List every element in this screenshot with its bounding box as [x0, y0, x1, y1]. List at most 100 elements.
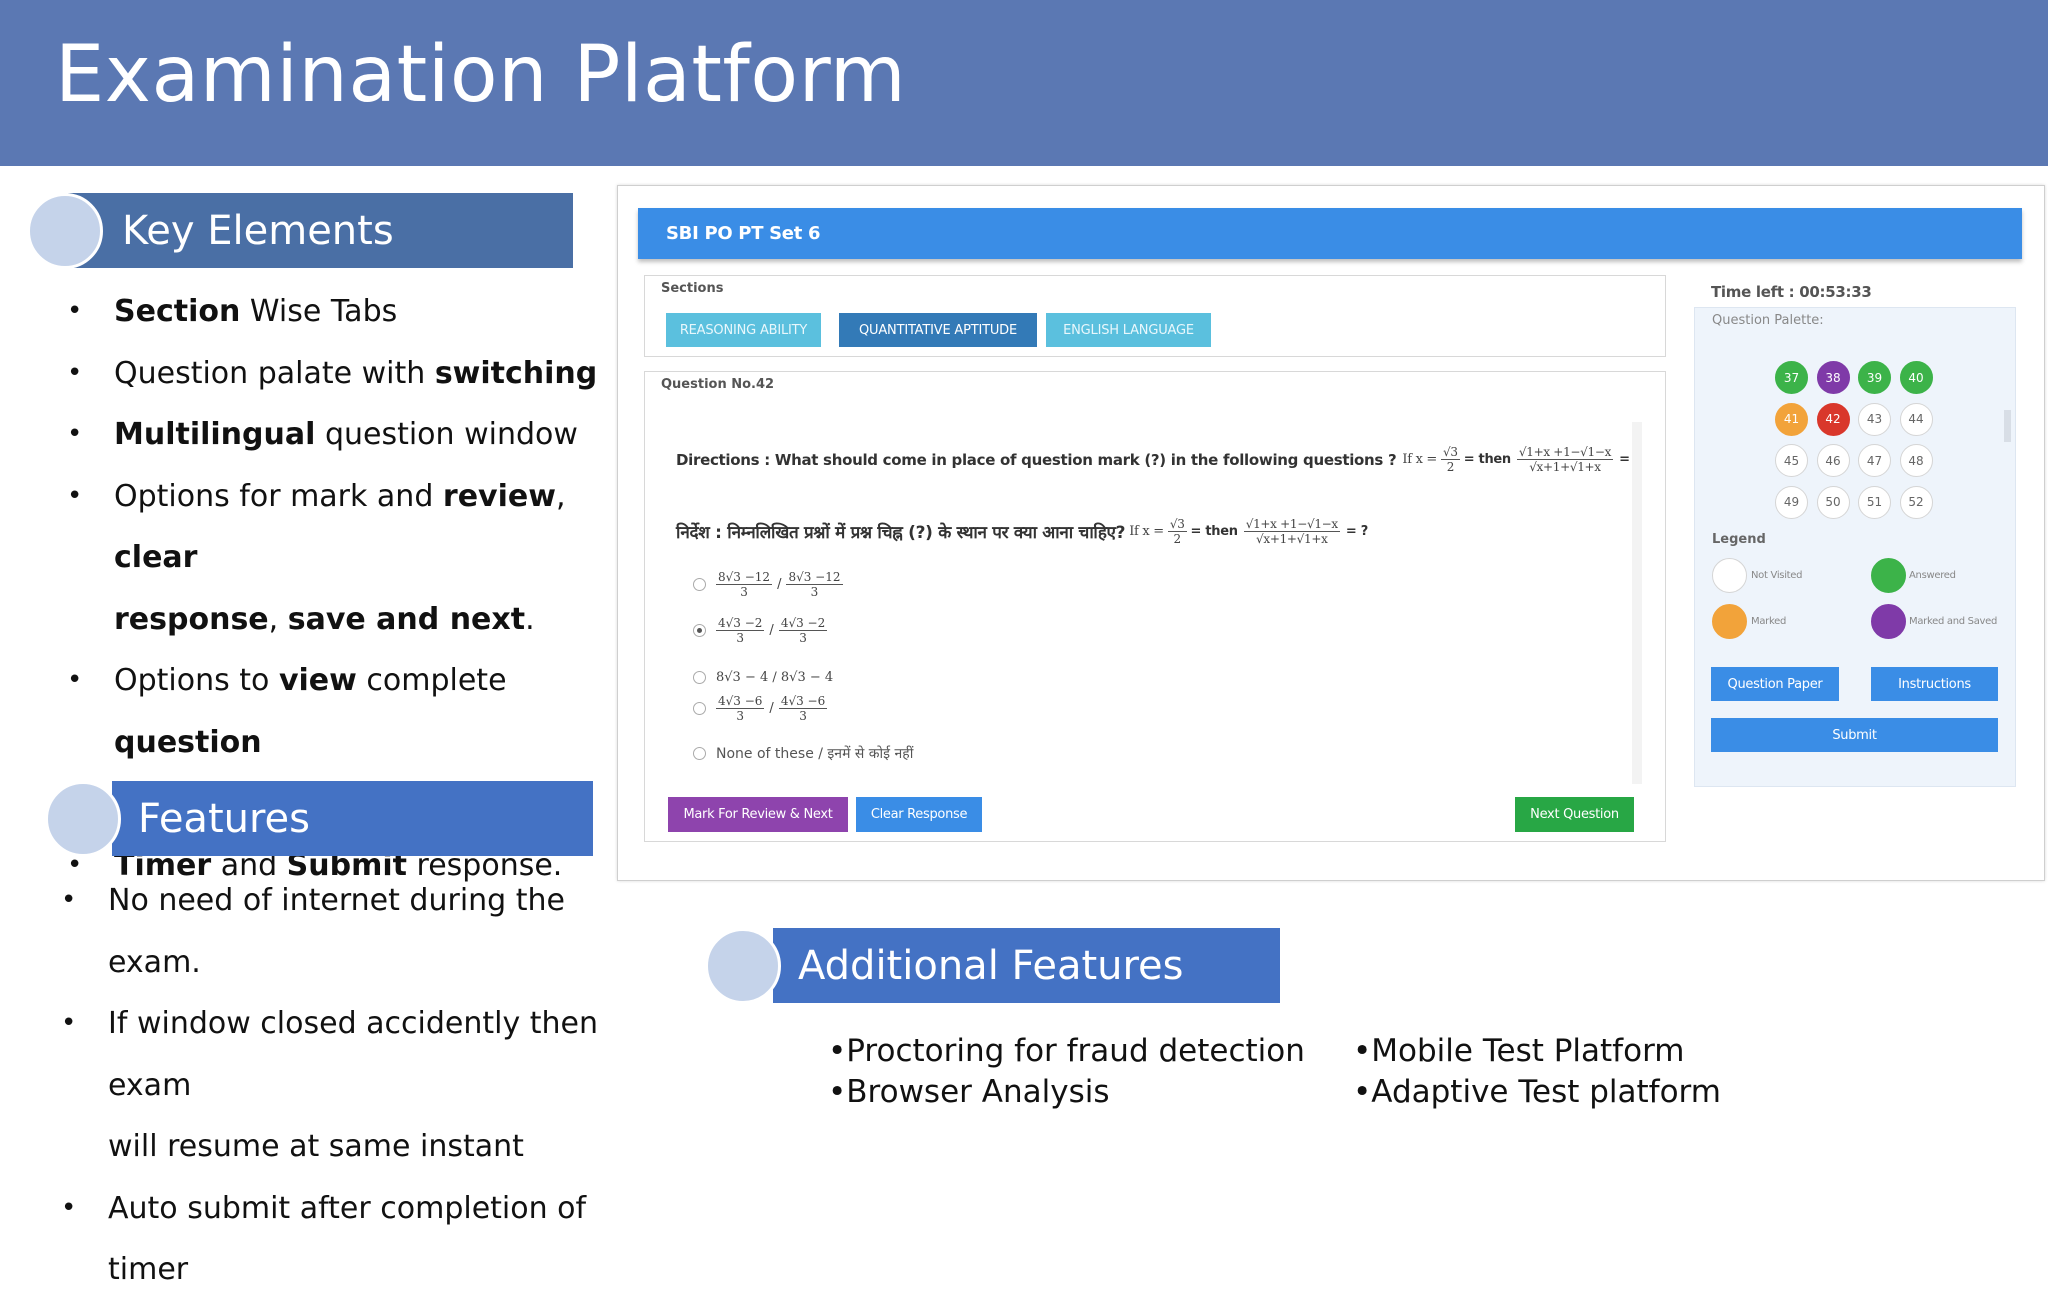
- tab-reasoning-ability[interactable]: REASONING ABILITY: [666, 313, 821, 347]
- palette-question-50[interactable]: 50: [1816, 485, 1850, 519]
- math-x-den: 2: [1446, 460, 1455, 474]
- slide-title: Examination Platform: [55, 30, 907, 120]
- palette-question-43[interactable]: 43: [1858, 402, 1891, 436]
- feature-item: Auto submit after completion of timer: [61, 1178, 661, 1301]
- sidebar-panel: [1694, 307, 2016, 787]
- palette-question-42[interactable]: 42: [1816, 402, 1850, 436]
- tab-quantitative-aptitude[interactable]: QUANTITATIVE APTITUDE: [839, 313, 1037, 347]
- option-den: 3: [736, 630, 745, 645]
- question-paper-button[interactable]: Question Paper: [1711, 667, 1839, 701]
- palette-question-37[interactable]: 37: [1775, 361, 1808, 394]
- key-element-item: Multilingual question window: [67, 404, 627, 466]
- mark-for-review-button[interactable]: Mark For Review & Next: [668, 797, 848, 832]
- math-expr-den: √x+1+√1+x: [1256, 532, 1328, 546]
- question-scrollbar[interactable]: [1632, 422, 1642, 784]
- exam-header: SBI PO PT Set 6: [638, 208, 2022, 259]
- option-num: 8√3 −12: [716, 569, 773, 585]
- key-elements-heading: Key Elements: [122, 207, 394, 254]
- question-number: Question No.42: [661, 377, 775, 392]
- key-element-bold-text: question: [114, 724, 262, 760]
- key-element-item: Options for mark and review, clear: [67, 466, 627, 589]
- legend-not-visited: Not Visited: [1751, 570, 1803, 581]
- tab-english-language[interactable]: ENGLISH LANGUAGE: [1046, 313, 1211, 347]
- key-element-text: ,: [268, 601, 288, 637]
- additional-feature-item: •Browser Analysis: [828, 1074, 1110, 1110]
- option-radio[interactable]: [693, 577, 706, 591]
- key-element-bold-text: review: [442, 478, 556, 514]
- sections-label: Sections: [661, 281, 724, 296]
- math-expr-num: √1+x +1−√1−x: [1516, 445, 1614, 460]
- option-radio[interactable]: [693, 623, 706, 637]
- palette-question-52[interactable]: 52: [1899, 485, 1933, 519]
- key-elements-circle: [27, 193, 103, 269]
- key-element-bold-text: response: [114, 601, 269, 637]
- additional-features-heading: Additional Features: [798, 942, 1184, 989]
- option-text: 8√3 − 4 / 8√3 − 4: [716, 669, 834, 685]
- palette-question-38[interactable]: 38: [1816, 361, 1850, 394]
- option-3[interactable]: 8√3 − 4 / 8√3 − 4: [693, 659, 833, 695]
- option-den: 3: [736, 708, 745, 723]
- additional-features-col2: •Mobile Test Platform •Adaptive Test pla…: [1353, 1031, 1721, 1113]
- option-radio[interactable]: [693, 701, 706, 715]
- math-if-x: If x =: [1402, 452, 1438, 467]
- submit-button[interactable]: Submit: [1711, 718, 1998, 752]
- additional-feature-item: •Proctoring for fraud detection: [828, 1033, 1305, 1069]
- key-element-text: question window: [315, 417, 578, 452]
- option-radio[interactable]: [693, 746, 706, 760]
- key-element-item-continued: response, save and next.: [67, 589, 627, 651]
- option-5[interactable]: None of these / इनमें से कोई नहीं: [693, 735, 913, 771]
- additional-features-col1: •Proctoring for fraud detection •Browser…: [828, 1031, 1305, 1113]
- legend-marked-saved: Marked and Saved: [1909, 616, 1998, 627]
- option-num: 8√3 −12: [786, 569, 843, 585]
- legend-answered: Answered: [1909, 570, 1956, 581]
- math-x-den: 2: [1173, 532, 1182, 546]
- math-then: = then: [1190, 524, 1238, 539]
- palette-scrollbar[interactable]: [2004, 410, 2011, 442]
- palette-question-48[interactable]: 48: [1899, 444, 1933, 477]
- palette-question-46[interactable]: 46: [1816, 444, 1850, 477]
- palette-question-44[interactable]: 44: [1899, 402, 1933, 436]
- option-radio[interactable]: [693, 670, 706, 684]
- option-num: 4√3 −6: [716, 693, 765, 709]
- palette-question-41[interactable]: 41: [1775, 402, 1808, 436]
- clear-response-button[interactable]: Clear Response: [856, 797, 982, 832]
- option-num: 4√3 −2: [716, 615, 765, 631]
- palette-question-49[interactable]: 49: [1775, 485, 1808, 519]
- palette-question-47[interactable]: 47: [1858, 444, 1891, 477]
- math-expr-fraction: √1+x +1−√1−x√x+1+√1+x: [1516, 445, 1614, 474]
- key-element-text: Options to: [114, 663, 279, 698]
- key-element-bold-text: view: [278, 663, 357, 698]
- palette-question-45[interactable]: 45: [1775, 444, 1808, 477]
- key-element-text: Options for mark and: [114, 478, 443, 514]
- features-header: Features: [112, 781, 593, 856]
- instructions-button[interactable]: Instructions: [1871, 667, 1998, 701]
- option-den: 3: [810, 584, 819, 599]
- key-element-bold-text: Section: [114, 294, 241, 329]
- legend-answered-dot: [1871, 558, 1906, 593]
- math-expr-fraction: √1+x +1−√1−x√x+1+√1+x: [1243, 517, 1340, 546]
- slide-title-bar: [0, 0, 2048, 166]
- key-element-item: Question palate with switching: [67, 343, 627, 405]
- additional-features-header: Additional Features: [773, 928, 1280, 1003]
- key-element-bold-text: Multilingual: [114, 417, 316, 452]
- directions-english-text: Directions : What should come in place o…: [676, 450, 1397, 469]
- palette-question-40[interactable]: 40: [1899, 361, 1933, 394]
- next-question-button[interactable]: Next Question: [1515, 797, 1634, 832]
- option-separator: /: [777, 576, 782, 592]
- option-separator: /: [769, 700, 774, 716]
- key-element-text: complete: [356, 663, 507, 698]
- directions-english: Directions : What should come in place o…: [676, 445, 1641, 474]
- math-x-num: √3: [1167, 517, 1187, 532]
- additional-feature-item: •Mobile Test Platform: [1353, 1033, 1685, 1069]
- palette-question-39[interactable]: 39: [1858, 361, 1891, 394]
- directions-hindi: निर्देश : निम्नलिखित प्रश्नों में प्रश्न…: [676, 517, 1368, 546]
- palette-question-51[interactable]: 51: [1858, 485, 1891, 519]
